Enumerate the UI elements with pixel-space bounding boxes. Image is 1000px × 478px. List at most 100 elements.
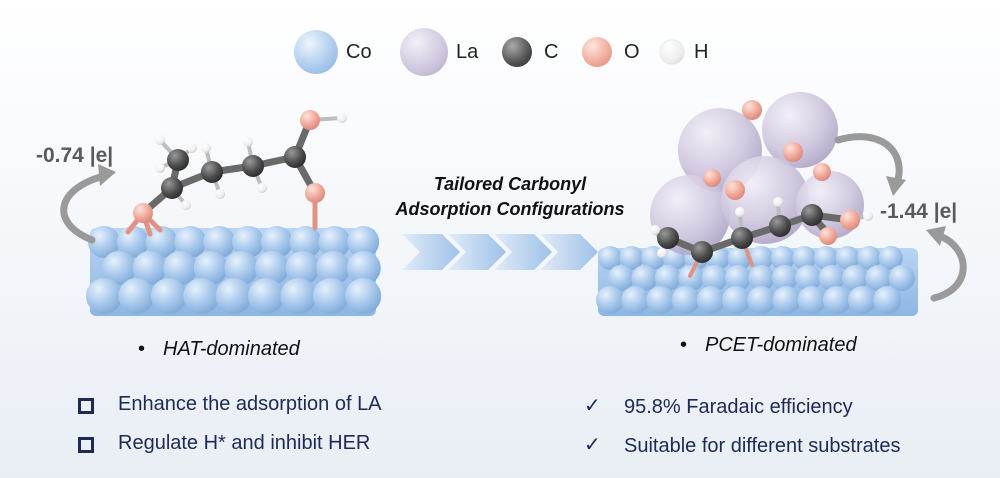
co-atom <box>345 278 382 314</box>
left-co-slab <box>86 226 382 316</box>
legend-label-h: H <box>694 41 709 63</box>
co-atom <box>671 286 700 314</box>
co-atom <box>280 278 317 314</box>
co-atom-icon <box>294 30 338 74</box>
co-atom <box>701 265 728 291</box>
co-atom <box>814 246 838 270</box>
co-atom <box>347 226 380 258</box>
co-atom <box>857 246 882 270</box>
co-atom <box>318 226 351 258</box>
legend-label-o: O <box>624 41 640 63</box>
co-atom <box>770 246 795 270</box>
co-atom <box>835 246 860 270</box>
co-atom <box>132 251 167 285</box>
co-atom <box>312 278 349 314</box>
co-atom <box>150 278 187 314</box>
co-atom <box>224 251 259 285</box>
co-atom <box>822 286 851 314</box>
la-atom-icon <box>400 28 448 76</box>
legend-label-la: La <box>456 41 479 63</box>
co-atom <box>102 251 136 285</box>
co-atom <box>696 286 725 314</box>
co-atom <box>873 286 902 314</box>
co-atom <box>163 251 198 285</box>
co-atom <box>118 278 155 314</box>
co-atom <box>260 226 293 258</box>
co-atom <box>193 251 228 285</box>
checkbox-square-icon <box>78 398 94 414</box>
co-atom <box>596 286 624 314</box>
checkbox-square-icon <box>78 437 94 453</box>
co-atom <box>621 286 650 314</box>
co-atom <box>722 286 750 314</box>
co-atom <box>619 246 644 270</box>
transition-title-line2: Adsorption Configurations <box>395 199 625 219</box>
co-atom <box>654 265 681 291</box>
co-atom <box>749 246 774 270</box>
co-atom <box>145 226 178 258</box>
left-feature-2: Regulate H* and inhibit HER <box>118 432 371 454</box>
co-atom <box>255 251 289 285</box>
co-atom <box>848 286 876 314</box>
co-atom <box>878 246 903 270</box>
co-atom <box>608 265 634 291</box>
co-atom <box>203 226 236 258</box>
transition-arrows <box>402 234 598 270</box>
right-charge-arrow-bottom <box>926 226 967 302</box>
right-mechanism: • PCET-dominated <box>680 334 857 357</box>
left-mechanism-label: HAT-dominated <box>163 338 300 360</box>
check-icon: ✓ <box>584 395 601 417</box>
right-mechanism-label: PCET-dominated <box>705 334 857 356</box>
co-atom <box>747 286 776 314</box>
check-icon: ✓ <box>584 434 601 456</box>
legend-label-co: Co <box>346 41 372 63</box>
left-charge-arrow <box>60 164 116 244</box>
co-atom <box>248 278 284 314</box>
right-molecule <box>650 197 873 278</box>
transition-title-line1: Tailored Carbonyl <box>433 174 587 194</box>
left-molecule <box>125 110 347 237</box>
c-atom-icon <box>502 37 532 67</box>
o-atom-icon <box>582 37 612 67</box>
bullet-icon: • <box>138 338 146 360</box>
right-feature-2: Suitable for different substrates <box>624 435 901 457</box>
co-atom <box>215 278 252 314</box>
left-feature-1: Enhance the adsorption of LA <box>118 393 382 415</box>
co-atom <box>646 286 675 314</box>
co-atom <box>289 226 322 258</box>
co-atom <box>748 265 775 291</box>
co-atom <box>316 251 351 285</box>
right-charge-arrow-top <box>834 133 906 196</box>
co-atom <box>88 226 120 258</box>
co-atom <box>771 265 798 291</box>
co-atom <box>86 278 122 314</box>
co-atom <box>285 251 320 285</box>
right-co-slab <box>596 246 918 316</box>
transition-title: Tailored Carbonyl Adsorption Configurati… <box>350 172 670 222</box>
left-mechanism: • HAT-dominated <box>138 338 300 361</box>
co-atom <box>232 226 264 258</box>
co-atom <box>346 251 381 285</box>
co-atom <box>174 226 207 258</box>
co-atom <box>116 226 149 258</box>
co-atom <box>598 246 622 270</box>
legend-label-c: C <box>544 41 559 63</box>
left-charge-value: -0.74 |e| <box>36 144 114 167</box>
co-atom <box>678 265 705 291</box>
co-atom <box>183 278 220 314</box>
right-feature-1: 95.8% Faradaic efficiency <box>624 396 853 418</box>
co-atom <box>795 265 822 291</box>
co-atom <box>797 286 826 314</box>
co-atom <box>772 286 801 314</box>
co-atom <box>792 246 817 270</box>
co-atom <box>865 265 892 291</box>
co-atom <box>631 265 658 291</box>
co-atom <box>818 265 845 291</box>
h-atom-icon <box>660 40 684 64</box>
co-atom <box>725 265 751 291</box>
bullet-icon: • <box>680 334 688 356</box>
right-charge-value: -1.44 |e| <box>880 200 958 223</box>
co-atom <box>842 265 868 291</box>
co-atom <box>888 265 915 291</box>
